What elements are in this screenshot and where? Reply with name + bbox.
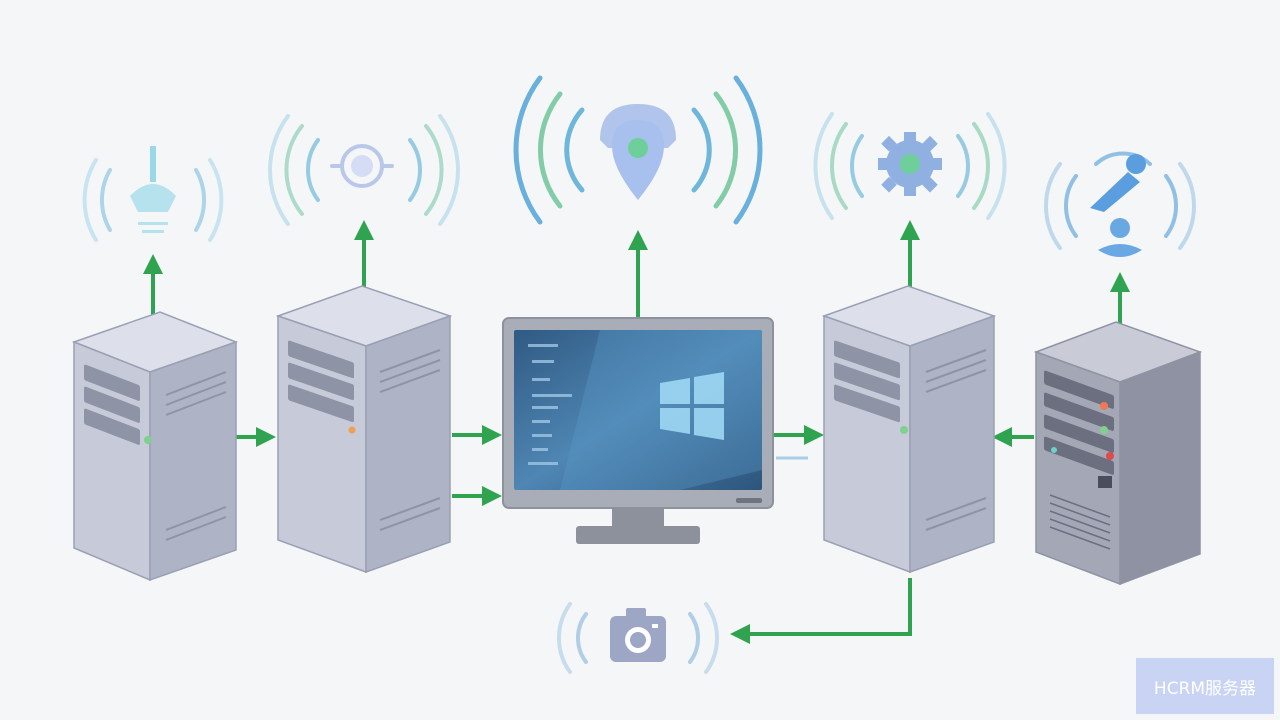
camera-icon — [610, 608, 666, 662]
plug-icon — [130, 146, 176, 233]
windows-logo-icon — [660, 372, 724, 440]
wifi-group-3 — [513, 75, 763, 225]
wifi-group-5 — [1044, 151, 1196, 257]
user-link-icon — [1090, 154, 1146, 257]
wifi-group-camera — [556, 602, 720, 674]
server-2 — [275, 285, 453, 574]
watermark-label: HCRM服务器 — [1136, 658, 1274, 714]
monitor — [502, 317, 774, 544]
monitor-screen — [514, 330, 762, 490]
location-pin-icon — [600, 104, 676, 200]
server-1 — [71, 311, 239, 582]
gear-icon — [878, 132, 942, 196]
radio-target-icon — [330, 144, 394, 188]
arrow-server-3-to-camera — [730, 578, 912, 644]
wifi-group-2 — [268, 114, 460, 226]
wifi-group-1 — [82, 146, 224, 242]
server-3 — [821, 285, 997, 574]
wifi-group-4 — [813, 112, 1007, 220]
server-4 — [1033, 321, 1203, 586]
